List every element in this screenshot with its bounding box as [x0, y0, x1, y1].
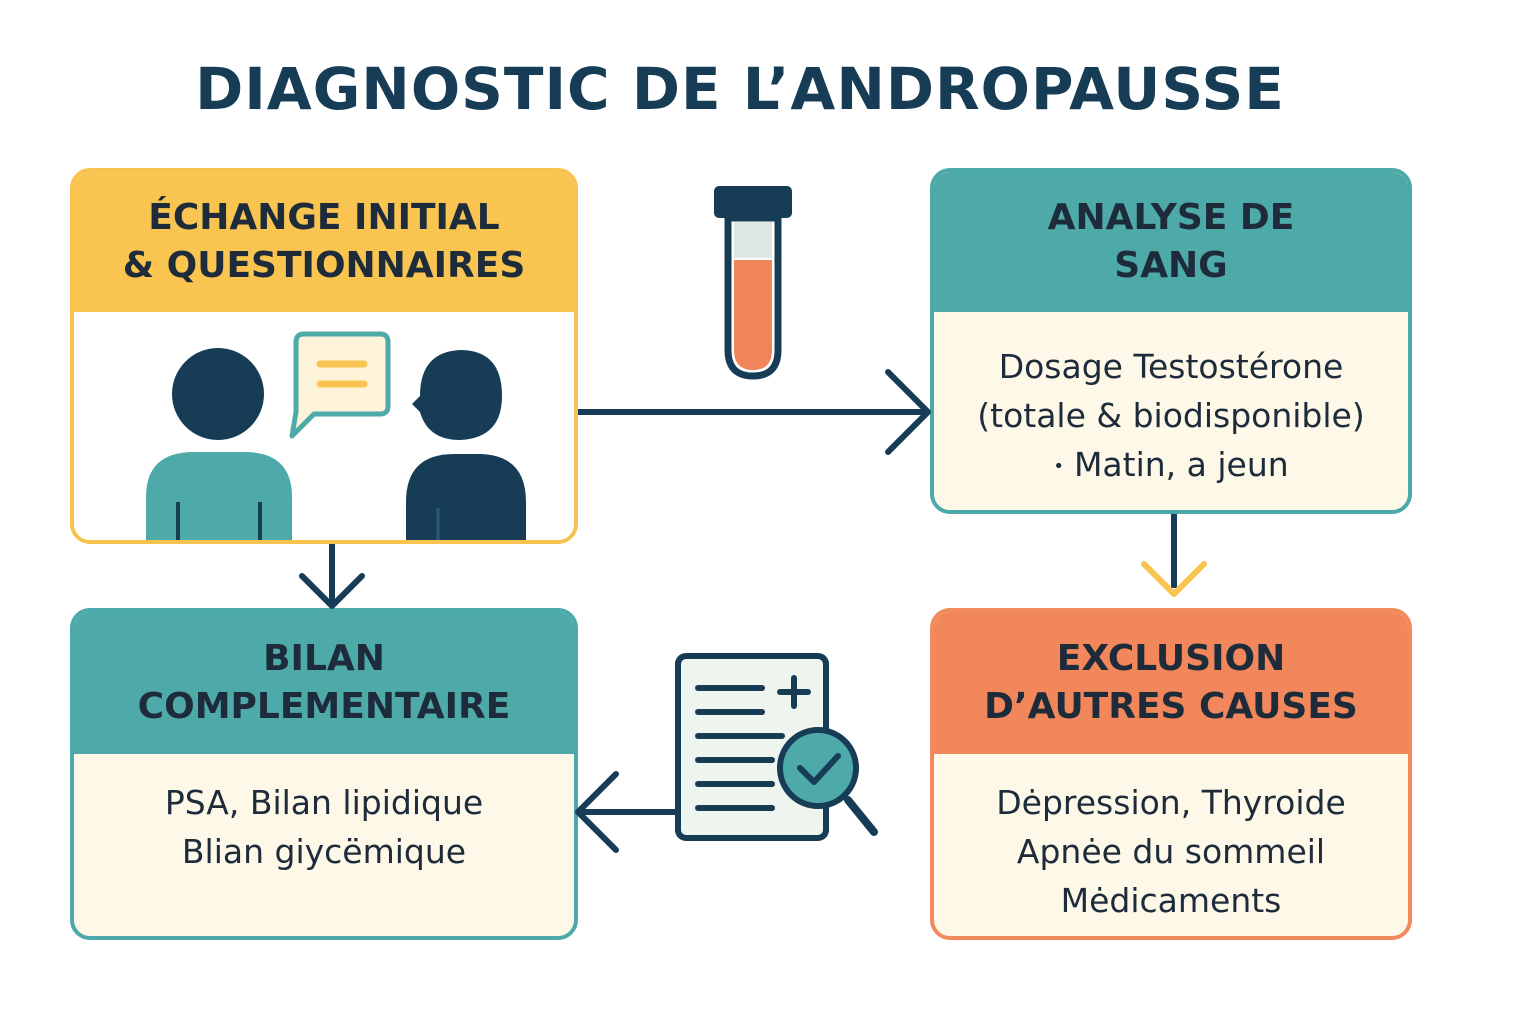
arrow-to-complementary-checkup — [299, 544, 365, 609]
exclusion-line-1: Dėpression, Thyroide — [996, 783, 1346, 822]
complementary-checkup-title-line-2: COMPLEMENTAIRE — [137, 686, 511, 727]
exclusion-title-line-1: EXCLUSION — [1056, 638, 1286, 679]
blood-analysis-bullet-text: Matin, a jeun — [1073, 445, 1289, 484]
blood-analysis-card: ANALYSE DE SANG Dosage Testostérone (tot… — [930, 168, 1412, 514]
blood-analysis-title-line-2: SANG — [1114, 245, 1228, 286]
bullet-glyph: • — [1053, 456, 1064, 477]
initial-exchange-header: ÉCHANGE INITIAL & QUESTIONNAIRES — [74, 172, 574, 312]
complementary-checkup-line-1: PSA, Bilan lipidique — [164, 783, 484, 822]
consultation-illustration — [74, 312, 574, 540]
exclusion-body: Dėpression, Thyroide Apnėe du sommeil Mė… — [934, 754, 1408, 925]
blood-analysis-header: ANALYSE DE SANG — [934, 172, 1408, 312]
arrow-to-exclusion — [1141, 514, 1207, 597]
patient-person-icon — [146, 348, 292, 540]
page-title: DIAGNOSTIC DE L’ANDROPAUSSE — [195, 55, 1285, 123]
complementary-checkup-body: PSA, Bilan lipidique Blian giycëmique — [74, 754, 574, 876]
blood-analysis-line-1: Dosage Testostérone — [998, 347, 1344, 386]
test-tube-icon — [714, 186, 792, 380]
blood-analysis-body: Dosage Testostérone (totale & biodisponi… — [934, 312, 1408, 491]
arrow-to-complementary-from-report — [575, 771, 676, 853]
exclusion-line-2: Apnėe du sommeil — [1016, 832, 1326, 871]
complementary-checkup-line-2: Blian giycëmique — [181, 832, 467, 871]
exclusion-card: EXCLUSION D’AUTRES CAUSES Dėpression, Th… — [930, 608, 1412, 940]
complementary-checkup-header: BILAN COMPLEMENTAIRE — [74, 612, 574, 754]
medical-report-icon — [675, 653, 878, 841]
speech-bubble-icon — [289, 331, 391, 439]
doctor-person-icon — [406, 350, 526, 540]
initial-exchange-card: ÉCHANGE INITIAL & QUESTIONNAIRES — [70, 168, 578, 544]
blood-analysis-title-line-1: ANALYSE DE — [1047, 197, 1295, 238]
arrow-to-blood-analysis — [578, 369, 931, 455]
magnifier-check-icon — [777, 727, 878, 836]
exclusion-line-3: Mėdicaments — [1060, 881, 1282, 920]
blood-analysis-bullet-item: • Matin, a jeun — [934, 440, 1408, 491]
initial-exchange-title-line-1: ÉCHANGE INITIAL — [148, 197, 500, 238]
initial-exchange-title-line-2: & QUESTIONNAIRES — [122, 245, 526, 286]
complementary-checkup-title-line-1: BILAN — [263, 638, 385, 679]
complementary-checkup-card: BILAN COMPLEMENTAIRE PSA, Bilan lipidiqu… — [70, 608, 578, 940]
blood-analysis-line-2: (totale & biodisponible) — [977, 396, 1365, 435]
exclusion-title-line-2: D’AUTRES CAUSES — [984, 686, 1358, 727]
exclusion-header: EXCLUSION D’AUTRES CAUSES — [934, 612, 1408, 754]
